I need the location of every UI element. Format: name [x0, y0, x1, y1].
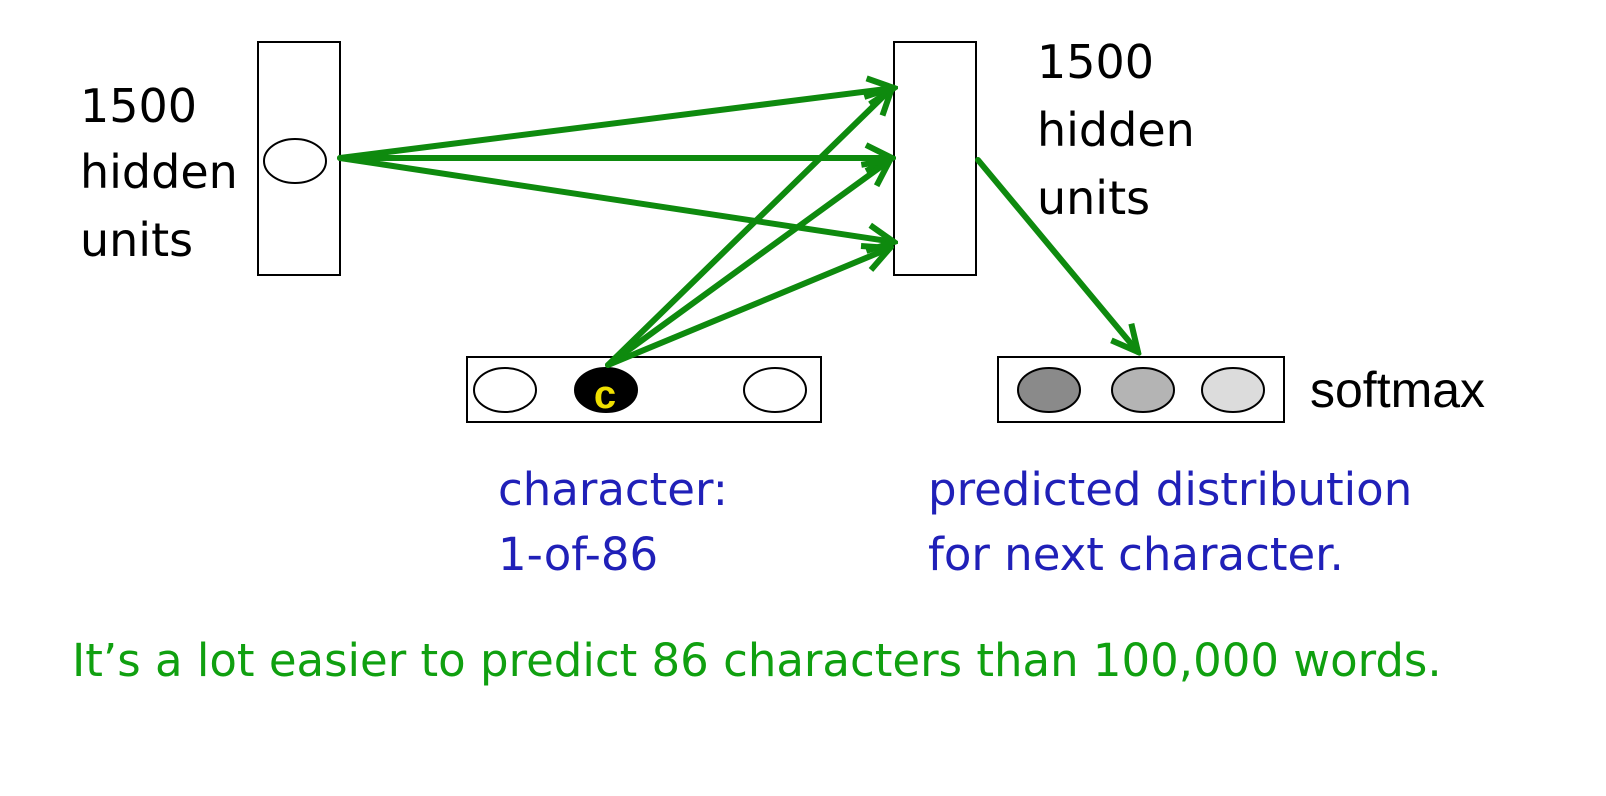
- softmax-label: softmax: [1310, 362, 1485, 418]
- output-caption-line1: predicted distribution: [928, 463, 1412, 516]
- arrow-input-to-right-mid: [605, 160, 890, 368]
- output-layer: softmax predicted distribution for next …: [928, 356, 1485, 581]
- right-hidden-layer-box: [893, 41, 977, 276]
- right-hidden-line2: hidden: [1037, 103, 1195, 157]
- input-unit-right: [743, 367, 807, 413]
- input-caption-line2: 1-of-86: [498, 528, 658, 581]
- left-hidden-line3: units: [80, 213, 193, 267]
- input-layer: c character: 1-of-86: [466, 356, 822, 581]
- right-hidden-count: 1500: [1037, 35, 1154, 89]
- left-hidden-unit: [263, 138, 327, 184]
- output-caption-line2: for next character.: [928, 528, 1344, 581]
- left-hidden-line2: hidden: [80, 145, 238, 199]
- output-unit-2: [1111, 367, 1175, 413]
- arrow-left-hidden-to-right-top: [337, 88, 894, 161]
- input-unit-active: [574, 367, 638, 413]
- input-active-char: c: [594, 373, 616, 417]
- footer-note: It’s a lot easier to predict 86 characte…: [72, 634, 1442, 687]
- output-unit-3: [1201, 367, 1265, 413]
- arrow-right-hidden-to-softmax: [975, 157, 1138, 352]
- input-unit-left: [473, 367, 537, 413]
- input-caption-line1: character:: [498, 463, 728, 516]
- output-unit-1: [1017, 367, 1081, 413]
- left-hidden-layer: 1500 hidden units: [80, 41, 341, 276]
- right-hidden-line3: units: [1037, 171, 1150, 225]
- arrow-left-hidden-to-right-low: [337, 155, 894, 242]
- arrow-input-to-right-low: [605, 248, 890, 368]
- connections: [337, 88, 1138, 368]
- arrow-input-to-right-top: [605, 88, 892, 368]
- left-hidden-count: 1500: [80, 79, 197, 133]
- right-hidden-layer: 1500 hidden units: [893, 35, 1195, 276]
